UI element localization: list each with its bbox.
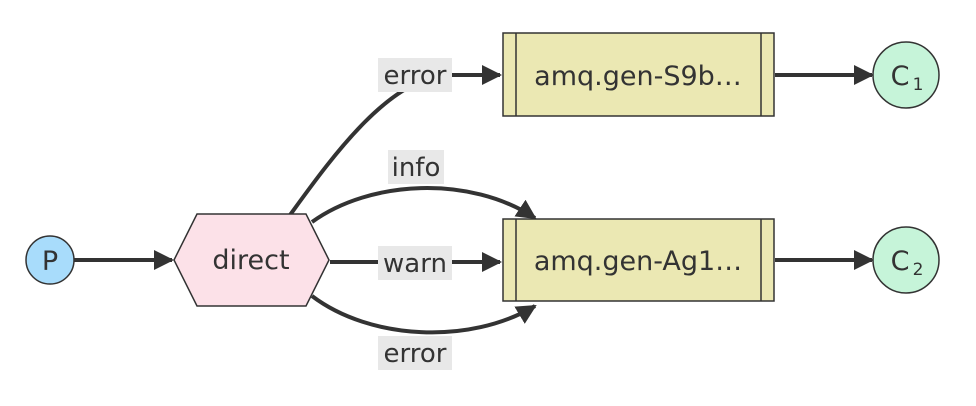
exchange-label: direct: [212, 245, 289, 276]
queue-2-label: amq.gen-Ag1…: [534, 246, 742, 277]
edge-label-bg: [378, 336, 452, 370]
edge-label-text: error: [384, 339, 447, 369]
queue-node-2: amq.gen-Ag1…: [502, 218, 775, 302]
edge-label-warn: warn: [378, 246, 452, 280]
consumer-node-1: C 1: [872, 41, 940, 109]
exchange-node: direct: [173, 213, 330, 307]
edge-label-text: warn: [383, 249, 447, 279]
consumer-1-subscript: 1: [913, 75, 924, 95]
consumer-1-label: C: [891, 61, 910, 92]
edge-exchange-queue1-error: [288, 65, 502, 217]
edge-label-bg: [378, 246, 452, 280]
edge-label-bg: [378, 58, 452, 92]
edge-label-error-bottom: error: [378, 336, 452, 370]
edge-label-text: error: [384, 61, 447, 91]
edge-label-bg: [388, 150, 444, 184]
producer-node: P: [25, 235, 75, 285]
producer-label: P: [42, 246, 58, 277]
edge-labels: error info warn error: [378, 58, 452, 370]
edge-label-error-top: error: [378, 58, 452, 92]
edge-label-info: info: [388, 150, 444, 184]
consumer-2-label: C: [891, 246, 910, 277]
queue-node-1: amq.gen-S9b…: [502, 32, 775, 117]
consumer-2-subscript: 2: [913, 260, 924, 280]
edge-exchange-queue2-error: [310, 294, 537, 335]
edge-exchange-queue2-info: [310, 186, 537, 224]
consumer-node-2: C 2: [872, 226, 940, 294]
edge-label-text: info: [392, 153, 441, 183]
queue-1-label: amq.gen-S9b…: [534, 61, 742, 92]
